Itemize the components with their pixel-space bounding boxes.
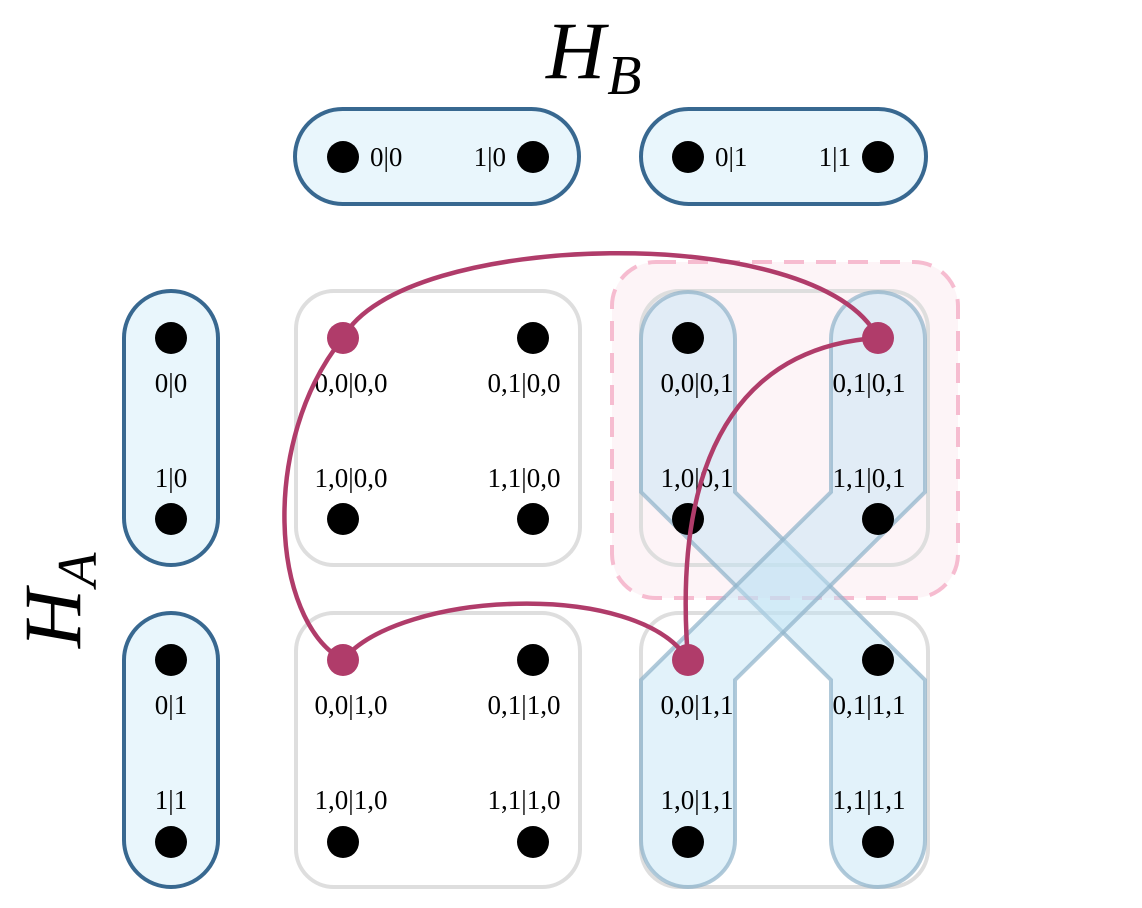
grid-label: 1,1|1,0: [488, 785, 561, 815]
highlighted-nodes: [327, 322, 894, 676]
hb-label-00: 0|0: [370, 142, 402, 172]
ha-label-11: 1|1: [155, 785, 187, 815]
grid-label: 1,0|1,0: [315, 785, 388, 815]
highlight-node-0010: [327, 644, 359, 676]
grid-node: [517, 503, 549, 535]
grid-node: [672, 826, 704, 858]
grid-node: [517, 644, 549, 676]
grid-node: [517, 322, 549, 354]
ha-node-01: [155, 644, 187, 676]
grid-label: 1,0|0,0: [315, 463, 388, 493]
curve-0000-to-0010: [282, 335, 346, 663]
ha-node-11: [155, 826, 187, 858]
ha-pill: [122, 289, 220, 567]
grid-label: 1,0|1,1: [661, 785, 734, 815]
ha-pill: [122, 611, 220, 889]
ha-label-10: 1|0: [155, 463, 187, 493]
ha-node-00: [155, 322, 187, 354]
hb-label-10: 1|0: [474, 142, 506, 172]
grid-label: 0,1|0,0: [488, 368, 561, 398]
hb-label-11: 1|1: [819, 142, 851, 172]
grid-label: 0,0|0,0: [315, 368, 388, 398]
highlight-node-0011: [672, 644, 704, 676]
grid-node: [862, 826, 894, 858]
curve-0010-to-0011: [340, 601, 691, 663]
hb-node-10: [517, 141, 549, 173]
grid-labels: 0,0|0,0 0,1|0,0 1,0|0,0 1,1|0,0 0,0|0,1 …: [315, 368, 906, 815]
grid-label: 0,0|1,1: [661, 690, 734, 720]
grid-label: 1,1|0,1: [833, 463, 906, 493]
highlight-node-0101: [862, 322, 894, 354]
ha-label-01: 0|1: [155, 690, 187, 720]
grid-node: [327, 826, 359, 858]
ha-group-1: 0|1 1|1: [122, 611, 220, 889]
ha-axis-title: HA: [7, 552, 109, 649]
highlight-node-0000: [327, 322, 359, 354]
grid-node: [672, 322, 704, 354]
hb-node-01: [672, 141, 704, 173]
svg-text:HA: HA: [7, 552, 109, 649]
grid-label: 1,1|0,0: [488, 463, 561, 493]
grid-label: 0,0|1,0: [315, 690, 388, 720]
hb-group-1: 0|1 1|1: [639, 107, 928, 206]
grid-node: [517, 826, 549, 858]
hb-node-11: [862, 141, 894, 173]
grid-node: [672, 503, 704, 535]
cross-band-left: [639, 289, 927, 890]
ha-label-00: 0|0: [155, 368, 187, 398]
hb-pill: [293, 107, 581, 206]
grid-label: 0,1|1,1: [833, 690, 906, 720]
grid-node: [327, 503, 359, 535]
hb-pill: [639, 107, 928, 206]
curve-0000-to-0101: [340, 251, 881, 341]
grid-label: 1,0|0,1: [661, 463, 734, 493]
grid-node: [862, 644, 894, 676]
hb-label-01: 0|1: [715, 142, 747, 172]
hb-axis-title: HB: [545, 5, 641, 107]
ha-group-0: 0|0 1|0: [122, 289, 220, 567]
curve-0101-to-0011: [683, 335, 881, 663]
hb-node-00: [327, 141, 359, 173]
cross-band-right: [639, 289, 927, 890]
connection-curves: [282, 251, 881, 663]
grid-label: 0,1|0,1: [833, 368, 906, 398]
grid-nodes: [327, 322, 894, 858]
ha-node-10: [155, 503, 187, 535]
grid-label: 0,0|0,1: [661, 368, 734, 398]
grid-label: 0,1|1,0: [488, 690, 561, 720]
hb-group-0: 0|0 1|0: [293, 107, 581, 206]
grid-label: 1,1|1,1: [833, 785, 906, 815]
grid-node: [862, 503, 894, 535]
